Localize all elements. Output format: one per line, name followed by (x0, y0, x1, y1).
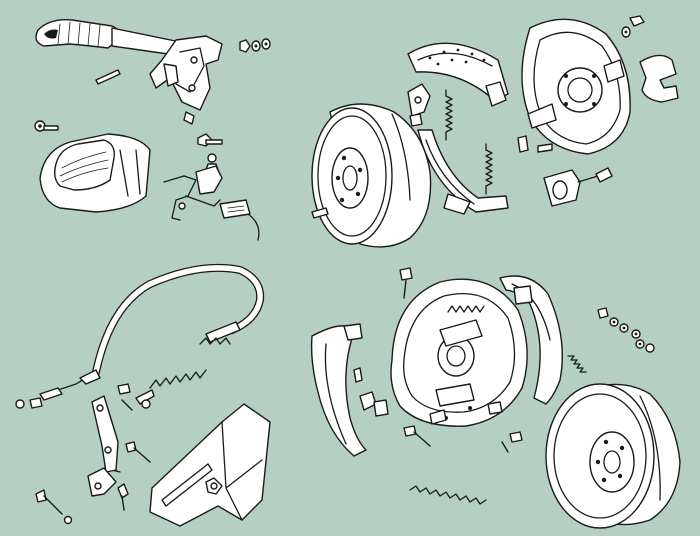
handbrake-cable-group (15, 263, 271, 527)
backing-plate-bolts (517, 15, 645, 153)
shoe-bolt (399, 267, 523, 453)
rear-drum-brake-lower-group (310, 267, 681, 529)
brake-shoe-right (499, 275, 563, 405)
adjuster-block (353, 367, 389, 417)
mounting-bracket (149, 403, 271, 527)
gaiter (39, 133, 151, 213)
return-springs-lower (409, 355, 587, 505)
rear-drum-brake-upper-group (311, 15, 679, 248)
lever-nut-washers (239, 38, 271, 53)
lever-pin (95, 69, 121, 85)
brake-shoe-lower-upper-set (417, 129, 509, 215)
lever-bolts (34, 111, 223, 171)
lever-bracket (149, 35, 223, 111)
handbrake-cable (29, 263, 265, 409)
drum-screw-upper (311, 207, 329, 219)
lower-bolts-washers (597, 307, 655, 353)
brake-shoe-left (310, 323, 367, 457)
backing-plate-lower (390, 278, 528, 427)
equalizer-rod (135, 321, 241, 409)
brake-shoe-upper (407, 42, 509, 107)
wheel-cylinder-upper (543, 167, 613, 207)
clevis-pins (15, 383, 151, 525)
handbrake-lever-group (34, 19, 271, 241)
lever-grip (35, 19, 120, 49)
equalizer-link (87, 395, 119, 497)
warning-switch (163, 165, 260, 241)
return-springs-upper (445, 89, 493, 195)
backing-plate-upper (521, 18, 631, 155)
adjuster-upper (407, 83, 431, 127)
brake-drum-lower (545, 383, 681, 529)
brake-drum-upper (311, 103, 432, 248)
retaining-clip (639, 54, 679, 103)
